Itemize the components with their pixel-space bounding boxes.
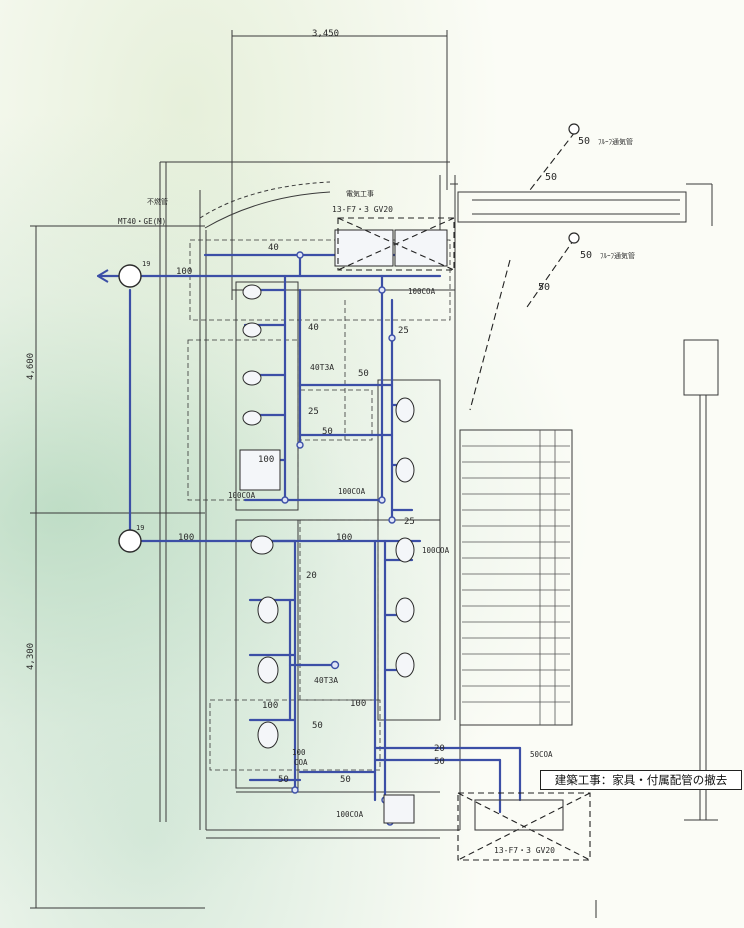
note-top: 電気工事 [346, 189, 374, 198]
note-left-2: MT40・GE(M) [118, 217, 166, 226]
label-25-a: 25 [398, 326, 409, 336]
dim-top-width: 3,450 [312, 29, 339, 39]
label-100coa-1: 100COA [408, 287, 436, 296]
label-100coa-4: 100COA [422, 546, 450, 555]
label-50-f: 50 [434, 757, 445, 767]
top-equipment-box [337, 217, 455, 271]
label-100-d: 100 [350, 699, 366, 709]
label-100coa-3: 100COA [338, 487, 366, 496]
label-50-a: 50 [358, 369, 369, 379]
roof-vent-markers [568, 123, 580, 244]
label-40t3a-b: 40T3A [314, 676, 338, 685]
label-50-d: 50 [278, 775, 289, 785]
label-25-c: 25 [404, 517, 415, 527]
diag-size-b: 50 [538, 282, 550, 293]
pipe-network [96, 253, 522, 824]
label-100-b: 100 [336, 533, 352, 543]
label-50-c: 50 [312, 721, 323, 731]
label-100coa-6: 100COA [336, 810, 364, 819]
main-100-mid: 100 [178, 533, 194, 543]
vent-note-2: ﾌﾙｰﾌ通気管 [600, 251, 635, 260]
building-outline [30, 30, 719, 909]
label-20-a: 20 [306, 571, 317, 581]
label-40t3a-a: 40T3A [310, 363, 334, 372]
note-left-1: 不燃管 [147, 197, 168, 206]
demolition-callout: 建築工事：家具・付属配管の撤去 [540, 770, 742, 790]
label-100coa-5: 100 [292, 748, 306, 757]
label-100-c: 100 [262, 701, 278, 711]
label-20-b: 20 [434, 744, 445, 754]
arrow-head [97, 269, 109, 277]
meters [118, 264, 142, 553]
vent-size-2: 50 [580, 250, 592, 261]
fixtures [239, 229, 448, 824]
label-25-b: 25 [308, 407, 319, 417]
label-100-a: 100 [258, 455, 274, 465]
main-19-mid: 19 [136, 524, 144, 532]
label-50-b: 50 [322, 427, 333, 437]
labels: 3,450 4,600 4,300 50 ﾌﾙｰﾌ通気管 50 ﾌﾙｰﾌ通気管 … [26, 29, 635, 855]
equip-bottom-label: 13-F7・3 GV20 [494, 846, 555, 855]
stair-treads [462, 430, 570, 725]
bottom-equipment-box [457, 792, 591, 861]
label-50-e: 50 [340, 775, 351, 785]
hidden-lines [187, 239, 451, 771]
label-40-b: 40 [308, 323, 319, 333]
diag-size-a: 50 [545, 172, 557, 183]
vent-size-1: 50 [578, 136, 590, 147]
label-50coa: 50COA [530, 750, 553, 759]
main-100-top: 100 [176, 267, 192, 277]
leader-lines [469, 131, 576, 411]
label-100coa-5b: COA [294, 758, 308, 767]
equip-top-label: 13-F7・3 GV20 [332, 205, 393, 214]
arrow-head [97, 275, 109, 283]
vent-note-1: ﾌﾙｰﾌ通気管 [598, 137, 633, 146]
dim-left-lower: 4,300 [26, 643, 36, 670]
main-19-top: 19 [142, 260, 150, 268]
dim-left-upper: 4,600 [26, 353, 36, 380]
label-100coa-2: 100COA [228, 491, 256, 500]
label-40-a: 40 [268, 243, 279, 253]
